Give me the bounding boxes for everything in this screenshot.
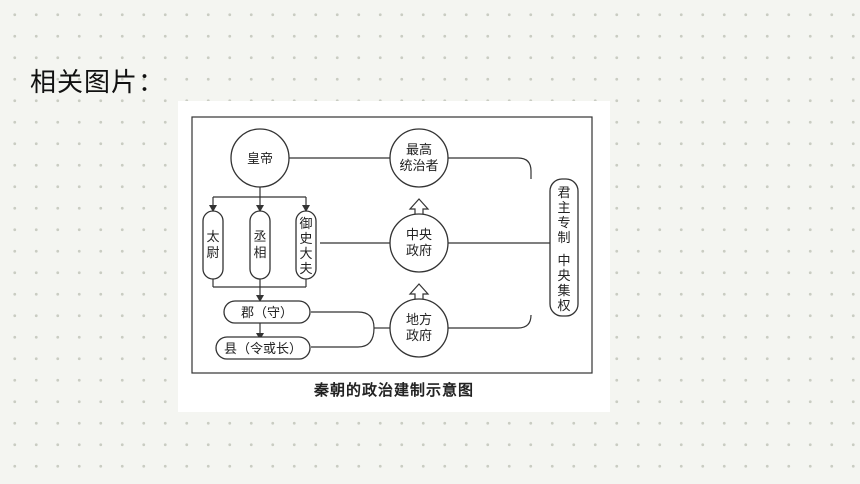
xian-node xyxy=(215,336,311,360)
taiwei-label: 尉 xyxy=(206,246,219,261)
taiwei-label: 太 xyxy=(206,230,219,245)
system-label: 集 xyxy=(557,283,570,299)
central-gov-label: 政府 xyxy=(406,244,432,259)
system-label: 君 xyxy=(557,186,570,201)
local-gov-label: 地方 xyxy=(406,312,432,328)
slide-title: 相关图片： xyxy=(30,68,166,98)
supreme-ruler-node xyxy=(389,128,449,188)
yushi-label: 御 xyxy=(299,217,312,232)
yushi-label: 夫 xyxy=(299,262,312,277)
local-gov-label: 政府 xyxy=(406,329,432,344)
taiwei-node xyxy=(202,210,224,280)
system-label: 专 xyxy=(557,216,570,231)
yushi-label: 大 xyxy=(299,247,312,262)
system-box xyxy=(549,178,579,317)
local-gov-node xyxy=(389,298,449,358)
central-gov-label: 中央 xyxy=(406,228,432,243)
diagram-figure: 皇帝 最高 统治者 中央 政府 地方 政府 太 尉 丞 相 御 史 大 夫 郡（… xyxy=(178,101,610,412)
system-label: 权 xyxy=(557,298,570,314)
xian-label: 县（令或长） xyxy=(224,342,302,357)
yushi-node xyxy=(295,210,317,280)
emperor-label: 皇帝 xyxy=(247,151,273,167)
chengxiang-label: 丞 xyxy=(253,230,266,245)
chengxiang-label: 相 xyxy=(253,246,266,261)
system-label: 中 xyxy=(557,254,570,269)
supreme-ruler-label: 最高 xyxy=(406,142,432,158)
emperor-node xyxy=(230,128,290,188)
chengxiang-node xyxy=(249,210,271,280)
central-gov-node xyxy=(389,213,449,273)
diagram-caption: 秦朝的政治建制示意图 xyxy=(313,381,474,399)
jun-node xyxy=(223,300,311,324)
diagram-svg: 皇帝 最高 统治者 中央 政府 地方 政府 太 尉 丞 相 御 史 大 夫 郡（… xyxy=(191,116,593,374)
system-label: 制 xyxy=(557,231,570,246)
system-label: 央 xyxy=(557,269,570,284)
yushi-label: 史 xyxy=(299,232,312,247)
jun-label: 郡（守） xyxy=(241,306,293,321)
supreme-ruler-label: 统治者 xyxy=(399,159,438,174)
diagram-frame xyxy=(191,116,593,374)
system-label: 主 xyxy=(557,201,570,216)
